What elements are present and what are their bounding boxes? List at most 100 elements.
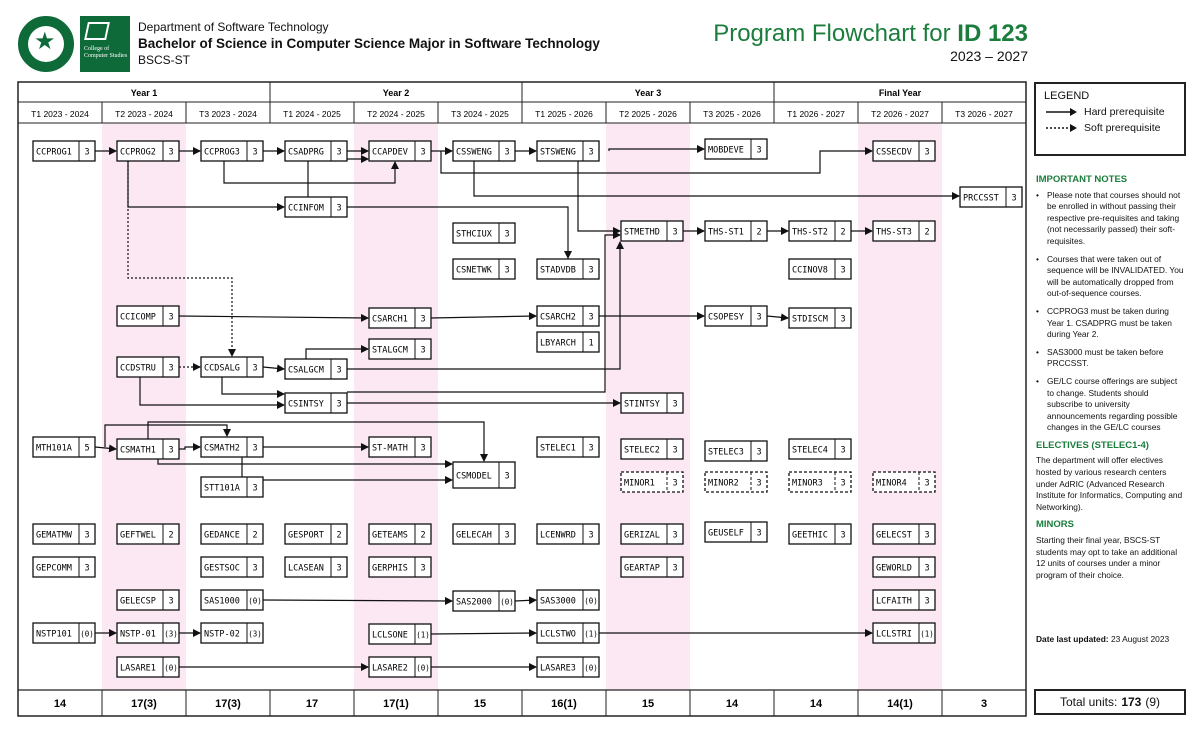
course-code: LASARE1 xyxy=(120,664,156,674)
course-code: SAS3000 xyxy=(540,597,576,607)
course-code: CSSECDV xyxy=(876,148,912,158)
year-header: Year 3 xyxy=(635,88,662,98)
term-total: 3 xyxy=(981,698,987,710)
course-box: CCINOV8 3 xyxy=(788,258,852,280)
college-logo: College of Computer Studies xyxy=(80,16,130,72)
term-stripe xyxy=(354,123,438,690)
course-units: 3 xyxy=(336,148,341,158)
hard-prerequisite-arrow xyxy=(94,444,117,453)
course-units: 3 xyxy=(840,531,845,541)
course-code: GEDANCE xyxy=(204,531,240,541)
course-code: MINOR1 xyxy=(624,479,655,489)
course-code: MOBDEVE xyxy=(708,146,744,156)
hard-prerequisite-arrow xyxy=(430,629,537,638)
course-units: 3 xyxy=(672,531,677,541)
course-units: (0) xyxy=(500,598,514,607)
course-units: 3 xyxy=(420,564,425,574)
term-total: 14 xyxy=(726,698,739,710)
notes-panel: IMPORTANT NOTES Please note that courses… xyxy=(1036,168,1184,587)
course-code: CSINTSY xyxy=(288,400,324,410)
electives-heading: ELECTIVES (STELEC1-4) xyxy=(1036,439,1149,451)
term-total: 15 xyxy=(642,698,654,710)
note-item: SAS3000 must be taken before PRCCSST. xyxy=(1036,347,1184,370)
course-box: LASARE1(0) xyxy=(116,656,180,678)
course-code: STELEC2 xyxy=(624,446,660,456)
course-units: 3 xyxy=(504,148,509,158)
course-units: 3 xyxy=(504,230,509,240)
total-units: Total units: 173(9) xyxy=(1034,689,1186,715)
term-header: T2 2026 - 2027 xyxy=(871,109,929,119)
academic-years: 2023 – 2027 xyxy=(950,48,1028,64)
course-code: THS-ST3 xyxy=(876,228,912,238)
course-code: CCPROG3 xyxy=(204,148,240,158)
course-box: LCLSTWO(1) xyxy=(536,622,600,644)
course-units: (0) xyxy=(248,597,262,606)
course-units: 3 xyxy=(420,346,425,356)
course-box: SAS1000(0) xyxy=(200,589,264,611)
page-title: Program Flowchart for ID 123 xyxy=(713,20,1028,47)
course-code: STMETHD xyxy=(624,228,660,238)
solid-arrow-icon xyxy=(1046,108,1077,116)
hard-prerequisite-arrow xyxy=(221,377,285,398)
hard-prerequisite-arrow xyxy=(347,206,572,259)
course-code: THS-ST1 xyxy=(708,228,744,238)
year-header: Year 1 xyxy=(131,88,158,98)
course-box: LCLSONE(1) xyxy=(368,623,432,645)
course-units: 3 xyxy=(840,479,845,489)
course-code: CSARCH2 xyxy=(540,313,576,323)
course-box: LASARE3(0) xyxy=(536,656,600,678)
course-code: CCINOV8 xyxy=(792,266,828,276)
course-units: 3 xyxy=(588,266,593,276)
course-units: 3 xyxy=(840,266,845,276)
course-units: 3 xyxy=(84,531,89,541)
course-box: SAS3000(0) xyxy=(536,589,600,611)
course-units: (1) xyxy=(920,630,934,639)
term-header: T3 2025 - 2026 xyxy=(703,109,761,119)
term-total: 15 xyxy=(474,698,486,710)
course-units: 3 xyxy=(756,529,761,539)
course-units: 3 xyxy=(504,531,509,541)
course-units: 3 xyxy=(924,564,929,574)
course-units: 3 xyxy=(252,364,257,374)
course-units: (0) xyxy=(416,664,430,673)
course-units: 2 xyxy=(420,531,425,541)
course-code: STSWENG xyxy=(540,148,576,158)
course-units: (0) xyxy=(80,630,94,639)
course-units: 3 xyxy=(420,444,425,454)
university-seal: ★ xyxy=(18,16,74,72)
course-units: 3 xyxy=(168,446,173,456)
hard-prerequisite-arrow xyxy=(262,596,453,605)
minors-text: Starting their final year, BSCS-ST stude… xyxy=(1036,535,1178,580)
course-units: 3 xyxy=(336,400,341,410)
term-total: 14(1) xyxy=(887,698,913,710)
course-code: MINOR4 xyxy=(876,479,907,489)
course-units: 3 xyxy=(924,479,929,489)
course-units: 3 xyxy=(756,146,761,156)
course-code: STALGCM xyxy=(372,346,408,356)
hard-prerequisite-arrow xyxy=(577,161,621,235)
course-code: GEUSELF xyxy=(708,529,744,539)
hard-prerequisite-arrow xyxy=(766,313,789,322)
course-box: NSTP-01(3) xyxy=(116,622,180,644)
course-units: 3 xyxy=(588,531,593,541)
course-units: (3) xyxy=(164,630,178,639)
course-code: GEETHIC xyxy=(792,531,828,541)
hard-prerequisite-arrow xyxy=(104,424,231,447)
